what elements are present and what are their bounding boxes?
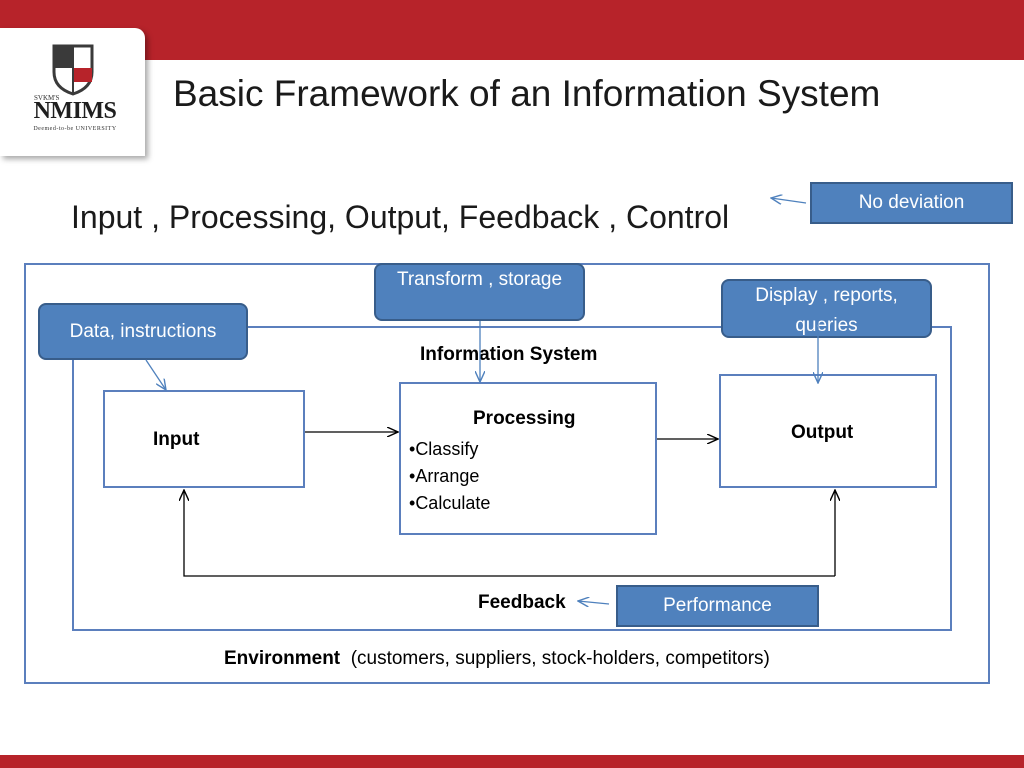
processing-node-title: Processing	[473, 408, 576, 429]
callout-display-label: Display , reports, queries	[755, 285, 898, 336]
callout-display: Display , reports, queries	[721, 279, 932, 338]
processing-step-arrange: Arrange	[409, 463, 490, 490]
slide-subtitle: Input , Processing, Output, Feedback , C…	[71, 199, 730, 235]
output-node: Output	[719, 374, 937, 488]
shield-logo-icon	[52, 44, 94, 96]
system-label: Information System	[420, 344, 598, 365]
environment-label-title: Environment	[224, 648, 341, 669]
logo-small-text: SVKM'S	[34, 94, 60, 102]
callout-data-label: Data, instructions	[69, 321, 217, 342]
callout-no-deviation: No deviation	[810, 182, 1013, 224]
callout-performance: Performance	[616, 585, 819, 627]
callout-transform-label: Transform , storage	[396, 269, 563, 290]
environment-label: Environment (customers, suppliers, stock…	[224, 648, 770, 670]
callout-performance-label: Performance	[663, 595, 772, 616]
system-boundary	[72, 326, 952, 631]
callout-transform: Transform , storage	[374, 263, 585, 321]
environment-label-detail: (customers, suppliers, stock-holders, co…	[350, 648, 770, 669]
logo-card: SVKM'S NMIMS Deemed-to-be UNIVERSITY	[0, 28, 145, 156]
output-node-title: Output	[791, 422, 854, 443]
callout-no-deviation-label: No deviation	[858, 192, 965, 213]
processing-step-classify: Classify	[409, 436, 490, 463]
input-node-title: Input	[153, 429, 200, 450]
arrow-no-deviation-callout	[771, 198, 807, 203]
feedback-label: Feedback	[478, 592, 566, 613]
input-node: Input	[103, 390, 305, 488]
logo-name: NMIMS	[33, 98, 117, 124]
logo-tagline: Deemed-to-be UNIVERSITY	[33, 126, 117, 132]
slide-title: Basic Framework of an Information System	[173, 73, 881, 114]
callout-data: Data, instructions	[38, 303, 248, 360]
processing-step-calculate: Calculate	[409, 490, 490, 517]
processing-node: Processing Classify Arrange Calculate	[399, 382, 657, 535]
bottom-banner	[0, 755, 1024, 768]
processing-steps: Classify Arrange Calculate	[409, 436, 490, 517]
top-banner	[0, 0, 1024, 60]
